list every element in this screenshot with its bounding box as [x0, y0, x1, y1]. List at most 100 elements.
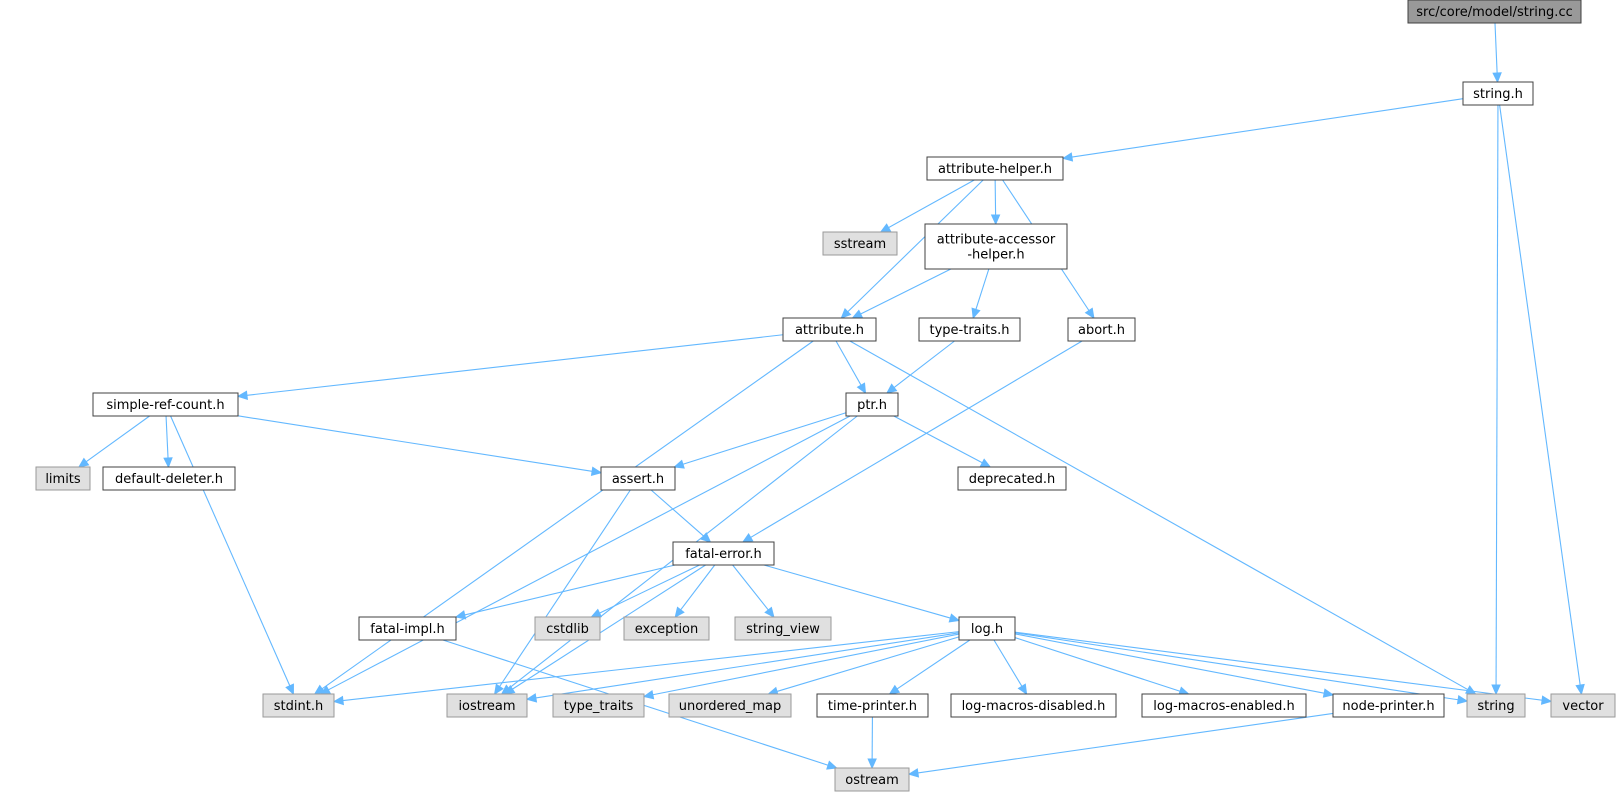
edge-arrowhead	[888, 684, 901, 695]
node-fatal-impl-h[interactable]: fatal-impl.h	[358, 616, 457, 641]
edge-line	[835, 340, 862, 386]
node-attribute-helper-h[interactable]: attribute-helper.h	[926, 156, 1064, 181]
edge-line	[860, 268, 952, 315]
node-simple-ref-count-h[interactable]: simple-ref-count.h	[92, 392, 239, 417]
node-attribute-accessor-helper-h[interactable]: attribute-accessor-helper.h	[924, 223, 1068, 270]
edge-arrowhead	[867, 758, 877, 770]
edge-attribute_h-to-ptr_h	[835, 340, 867, 395]
node-label: log.h	[971, 622, 1003, 637]
edge-arrowhead	[907, 768, 920, 778]
edge-simple_ref_count_h-to-assert_h	[237, 415, 603, 476]
node-box	[1067, 317, 1136, 342]
node-box	[957, 466, 1067, 491]
node-type-traits-h[interactable]: type-traits.h	[918, 317, 1021, 342]
edge-line	[750, 340, 1083, 538]
node-box	[1550, 693, 1616, 718]
node-exception: exception	[623, 616, 710, 641]
node-label: string_view	[746, 622, 820, 637]
edge-assert_h-to-iostream	[493, 489, 631, 696]
edge-line	[165, 415, 169, 459]
edge-log_h-to-log_macros_disabled_h	[993, 639, 1028, 696]
node-default-deleter-h[interactable]: default-deleter.h	[102, 466, 236, 491]
node-time-printer-h[interactable]: time-printer.h	[816, 693, 929, 718]
node-box	[816, 693, 929, 718]
node-deprecated-h[interactable]: deprecated.h	[957, 466, 1067, 491]
edge-log_h-to-time_printer_h	[888, 639, 971, 695]
node-log-macros-disabled-h[interactable]: log-macros-disabled.h	[950, 693, 1117, 718]
edge-arrowhead	[1491, 684, 1501, 696]
node-label: assert.h	[612, 472, 664, 487]
node-label: attribute.h	[795, 323, 864, 338]
node-cstdlib: cstdlib	[534, 616, 601, 641]
edge-arrowhead	[1061, 152, 1074, 162]
node-label: string.h	[1473, 87, 1523, 102]
edge-arrowhead	[971, 307, 981, 320]
node-iostream: iostream	[446, 693, 528, 718]
node-box	[822, 231, 898, 256]
node-label: string	[1477, 699, 1514, 714]
edge-line	[652, 633, 960, 696]
edge-arrowhead	[454, 610, 467, 620]
node-label: deprecated.h	[969, 472, 1055, 487]
edge-line	[847, 179, 984, 313]
node-assert-h[interactable]: assert.h	[600, 466, 676, 491]
node-attribute-h[interactable]: attribute.h	[782, 317, 877, 342]
node-box	[926, 156, 1064, 181]
edge-arrowhead	[979, 458, 992, 468]
edge-arrowhead	[1575, 683, 1585, 696]
node-log-macros-enabled-h[interactable]: log-macros-enabled.h	[1141, 693, 1307, 718]
node-abort-h[interactable]: abort.h	[1067, 317, 1136, 342]
edge-simple_ref_count_h-to-default_deleter_h	[163, 415, 173, 469]
edge-arrowhead	[885, 383, 898, 394]
edge-arrowhead	[1456, 694, 1469, 705]
node-box	[446, 693, 528, 718]
edge-attribute_h-to-stdint_h	[313, 340, 814, 695]
nodes-layer: src/core/model/string.cc string.h attribut…	[35, 0, 1616, 792]
node-log-h[interactable]: log.h	[958, 616, 1016, 641]
edge-arrowhead	[1322, 688, 1335, 698]
node-label: exception	[635, 622, 699, 637]
edge-line	[888, 179, 975, 229]
edge-line	[650, 489, 704, 537]
edge-line	[1071, 98, 1464, 158]
node-box	[958, 616, 1016, 641]
edge-line	[535, 632, 960, 699]
edge-arrowhead	[77, 457, 90, 468]
node-box	[1332, 693, 1445, 718]
edge-line	[896, 639, 971, 690]
node-label: vector	[1562, 699, 1604, 714]
node-fatal-error-h[interactable]: fatal-error.h	[672, 541, 775, 566]
node-label: abort.h	[1078, 323, 1125, 338]
node-label: unordered_map	[679, 699, 782, 714]
edge-attribute_h-to-simple_ref_count_h	[236, 334, 784, 400]
edge-arrowhead	[856, 382, 867, 395]
edge-simple_ref_count_h-to-stdint_h	[170, 415, 294, 696]
node-string-h[interactable]: string.h	[1462, 81, 1534, 106]
node-box	[950, 693, 1117, 718]
edge-line	[893, 415, 983, 464]
edge-fatal_error_h-to-iostream	[503, 564, 706, 695]
edge-line	[975, 268, 990, 310]
edge-arrowhead	[741, 533, 754, 543]
edge-line	[732, 564, 769, 611]
node-ptr-h[interactable]: ptr.h	[845, 392, 899, 417]
edge-line	[1014, 633, 1325, 694]
edge-line	[464, 564, 676, 616]
node-stdint-h: stdint.h	[262, 693, 335, 718]
edge-arrowhead	[503, 684, 516, 695]
edge-node_printer_h-to-ostream	[907, 712, 1334, 778]
edge-log_h-to-stdint_h	[332, 631, 960, 706]
node-string-cc[interactable]: src/core/model/string.cc	[1407, 0, 1582, 24]
node-node-printer-h[interactable]: node-printer.h	[1332, 693, 1445, 718]
edges-layer	[77, 22, 1585, 778]
edge-string_h-to-attribute_helper_h	[1061, 98, 1464, 162]
edge-arrowhead	[948, 613, 961, 623]
node-vector: vector	[1550, 693, 1616, 718]
node-label: fatal-impl.h	[370, 622, 444, 637]
node-label: type_traits	[564, 699, 634, 714]
node-box	[924, 223, 1068, 270]
edge-line	[85, 415, 150, 463]
node-ostream: ostream	[834, 767, 910, 792]
node-limits: limits	[35, 466, 91, 491]
